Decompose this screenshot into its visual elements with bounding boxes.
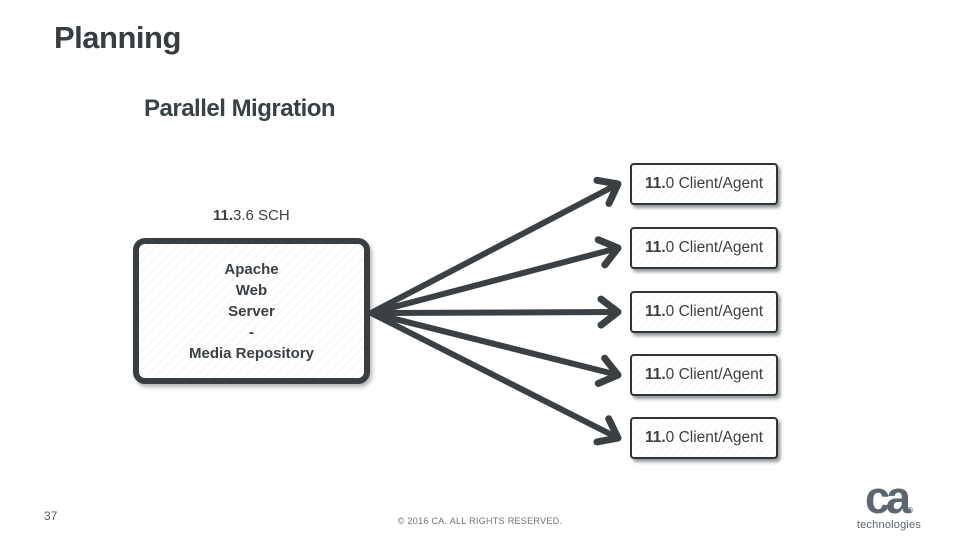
arrow-to-target-5 [368, 310, 622, 446]
target-3-version-bold: 11. [644, 303, 666, 320]
target-5-label: 0 Client/Agent [665, 429, 764, 446]
page-title: Planning [54, 20, 181, 55]
target-1-label: 0 Client/Agent [665, 175, 764, 192]
page-number: 37 [44, 509, 58, 523]
registered-trademark-icon: ® [907, 506, 913, 515]
target-4-version-bold: 11. [644, 366, 666, 383]
target-2-label: 0 Client/Agent [665, 239, 764, 256]
arrow-to-target-4 [368, 310, 622, 387]
target-1-version-bold: 11. [644, 175, 666, 192]
target-4-label: 0 Client/Agent [665, 366, 764, 383]
source-version-bold: 11. [213, 207, 234, 224]
source-server-box: Apache Web Server - Media Repository [133, 238, 370, 384]
target-5-version-bold: 11. [644, 429, 666, 446]
slide-subtitle: Parallel Migration [144, 95, 336, 122]
ca-technologies-logo: ca® technologies [845, 475, 933, 531]
arrow-to-target-1 [368, 176, 622, 316]
source-line-media-repository: Media Repository [188, 344, 315, 362]
source-line-web: Web [235, 281, 268, 299]
ca-logo-technologies-text: technologies [856, 518, 922, 531]
ca-logo-text: ca [865, 472, 911, 523]
source-line-server: Server [228, 302, 275, 320]
arrow-to-target-2 [368, 236, 622, 316]
source-version-rest: 3.6 SCH [233, 207, 290, 224]
target-box-5: 11.0 Client/Agent [630, 417, 778, 459]
source-server-text: Apache Web Server - Media Repository [189, 259, 314, 364]
copyright-footer: © 2016 CA. ALL RIGHTS RESERVED. [397, 516, 563, 526]
source-version-label: 11.3.6 SCH [213, 207, 290, 224]
ca-logo-mark: ca® [845, 475, 933, 520]
target-3-label: 0 Client/Agent [665, 303, 764, 320]
arrow-to-target-3 [368, 295, 622, 329]
source-line-dash: - [249, 323, 254, 341]
target-box-3: 11.0 Client/Agent [630, 291, 778, 333]
target-box-4: 11.0 Client/Agent [630, 354, 778, 396]
source-line-apache: Apache [224, 260, 279, 278]
target-2-version-bold: 11. [644, 239, 666, 256]
target-box-1: 11.0 Client/Agent [630, 163, 778, 205]
target-box-2: 11.0 Client/Agent [630, 227, 778, 269]
